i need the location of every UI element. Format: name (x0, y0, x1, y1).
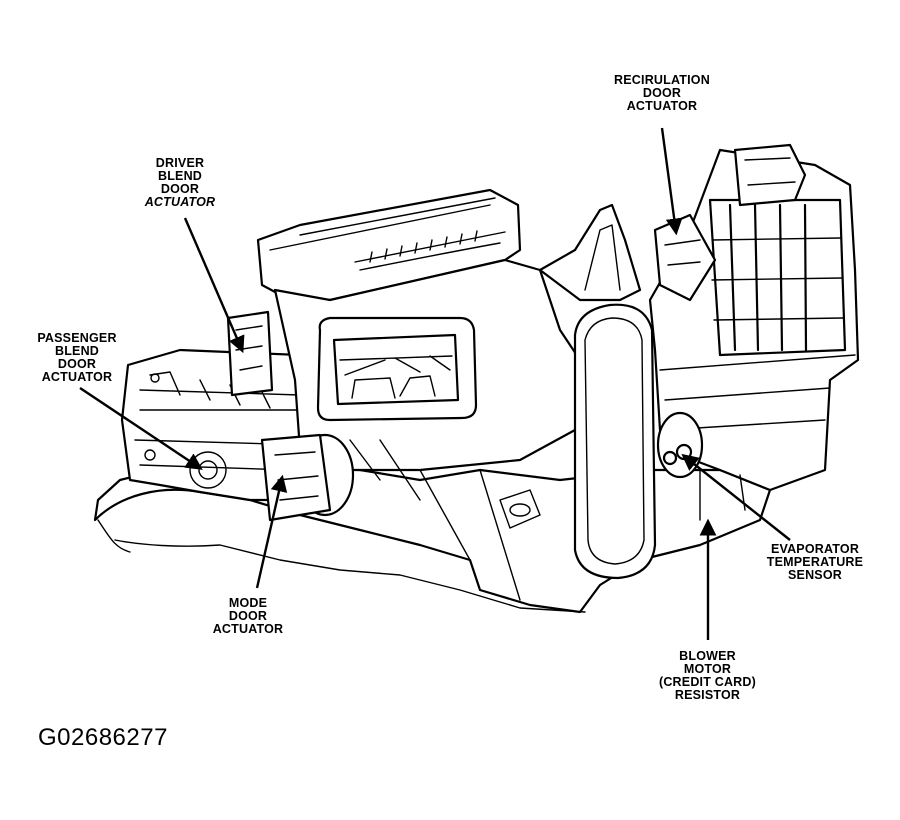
leader-recirc (660, 127, 683, 236)
label-recirculation-door-actuator: RECIRULATION DOOR ACTUATOR (614, 73, 710, 113)
leader-driver-blend (183, 217, 245, 354)
label-mode-door-actuator: MODE DOOR ACTUATOR (212, 596, 284, 636)
leader-evap-sensor (681, 453, 791, 541)
label-evaporator-temperature-sensor: EVAPORATOR TEMPERATURE SENSOR (766, 542, 864, 582)
figure-id: G02686277 (38, 724, 168, 751)
recirc-actuator-body (653, 213, 717, 302)
leader-mode-door (255, 474, 288, 589)
leader-passenger-blend (79, 387, 203, 470)
label-passenger-blend-door-actuator: PASSENGER BLEND DOOR ACTUATOR (37, 331, 117, 384)
evaporator-case (573, 303, 657, 580)
support-bracket (538, 203, 642, 302)
driver-blend-actuator (226, 310, 274, 397)
label-blower-motor-resistor: BLOWER MOTOR (CREDIT CARD) RESISTOR (658, 649, 757, 702)
label-driver-blend-door-actuator: DRIVER BLEND DOOR ACTUATOR (144, 156, 216, 209)
